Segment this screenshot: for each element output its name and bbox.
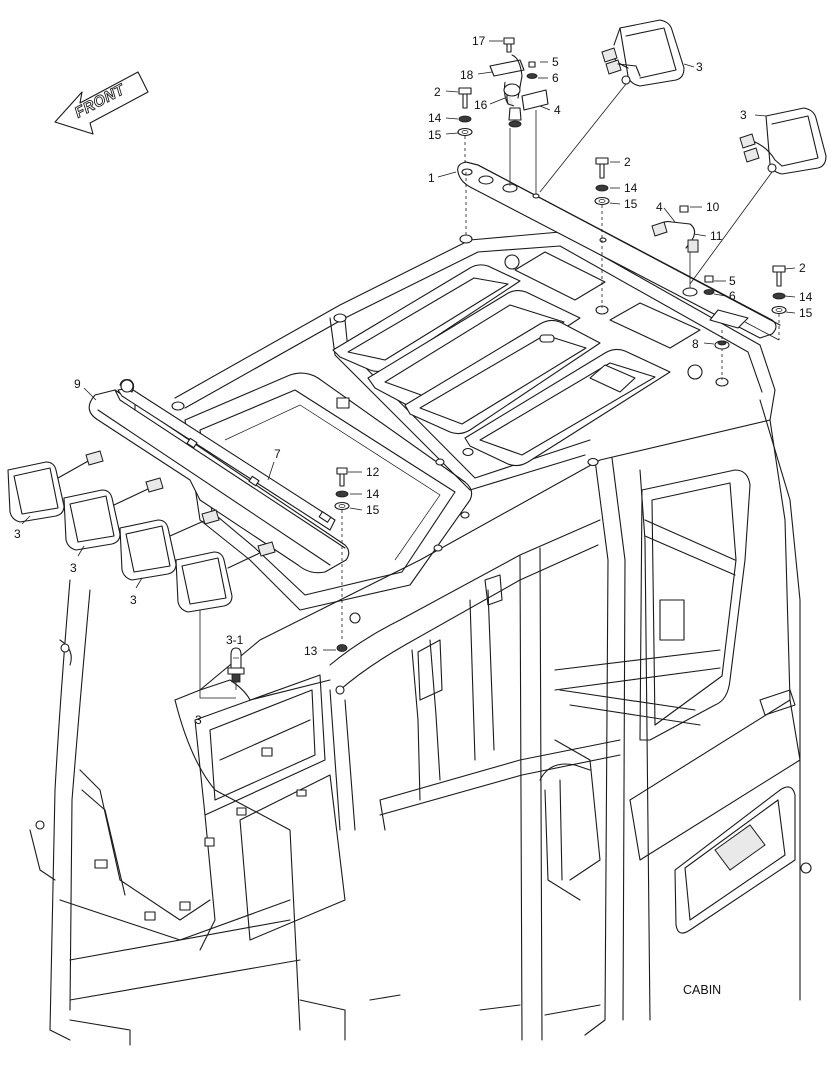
callout-15: 15 [799, 306, 813, 320]
callout-1: 1 [428, 171, 435, 185]
lamp-group-bracket [199, 610, 236, 699]
callout-2: 2 [624, 155, 631, 169]
halogen-bulb [227, 647, 245, 690]
cabin-body [29, 231, 812, 1046]
rear-bracket-fasteners-left [457, 87, 473, 166]
callout-3: 3 [14, 527, 21, 541]
callout-2: 2 [434, 85, 441, 99]
front-work-lamp-2 [63, 477, 164, 551]
callout-labels: 17 5 18 6 3 2 16 4 14 15 3 1 2 14 15 4 1… [14, 34, 813, 727]
callout-9: 9 [74, 377, 81, 391]
callout-3: 3 [70, 561, 77, 575]
callout-16: 16 [474, 98, 488, 112]
beacon-mount [489, 37, 549, 194]
work-lamp-rear-right [689, 107, 827, 285]
callout-3: 3 [740, 108, 747, 122]
callout-5: 5 [552, 55, 559, 69]
work-lamp-rear-top [539, 19, 685, 193]
callout-3: 3 [696, 60, 703, 74]
callout-3-1: 3-1 [226, 633, 244, 647]
callout-8: 8 [692, 337, 699, 351]
callout-7: 7 [274, 447, 281, 461]
front-direction-arrow: FRONT [54, 71, 149, 135]
rear-lamp-bracket [457, 161, 781, 380]
rear-bracket-fasteners-mid [594, 157, 610, 238]
callout-14: 14 [624, 181, 638, 195]
callout-13: 13 [304, 644, 318, 658]
callout-3: 3 [195, 713, 202, 727]
callout-11: 11 [710, 229, 723, 243]
callout-2: 2 [799, 261, 806, 275]
rear-bracket-fasteners-right [703, 265, 787, 350]
callout-12: 12 [366, 465, 380, 479]
callout-14: 14 [428, 111, 442, 125]
callout-5: 5 [729, 274, 736, 288]
callout-4: 4 [554, 103, 561, 117]
roof-mount-bosses [171, 234, 729, 552]
callout-14: 14 [799, 290, 813, 304]
diagram-caption: CABIN [683, 983, 721, 997]
front-bar-fasteners [334, 467, 350, 652]
leader-lines [21, 40, 796, 651]
callout-15: 15 [366, 503, 380, 517]
callout-6: 6 [552, 71, 559, 85]
callout-6: 6 [729, 289, 736, 303]
front-work-lamp-1 [7, 450, 104, 523]
callout-14: 14 [366, 487, 380, 501]
callout-15: 15 [624, 197, 638, 211]
callout-15: 15 [428, 128, 442, 142]
callout-4: 4 [656, 200, 663, 214]
front-work-lamp-4 [175, 541, 276, 613]
callout-17: 17 [472, 34, 486, 48]
callout-18: 18 [460, 68, 474, 82]
front-lamp-bar [88, 379, 350, 574]
callout-10: 10 [706, 200, 720, 214]
front-work-lamp-3 [119, 509, 220, 581]
callout-3: 3 [130, 593, 137, 607]
harness-connector-right [651, 205, 699, 288]
